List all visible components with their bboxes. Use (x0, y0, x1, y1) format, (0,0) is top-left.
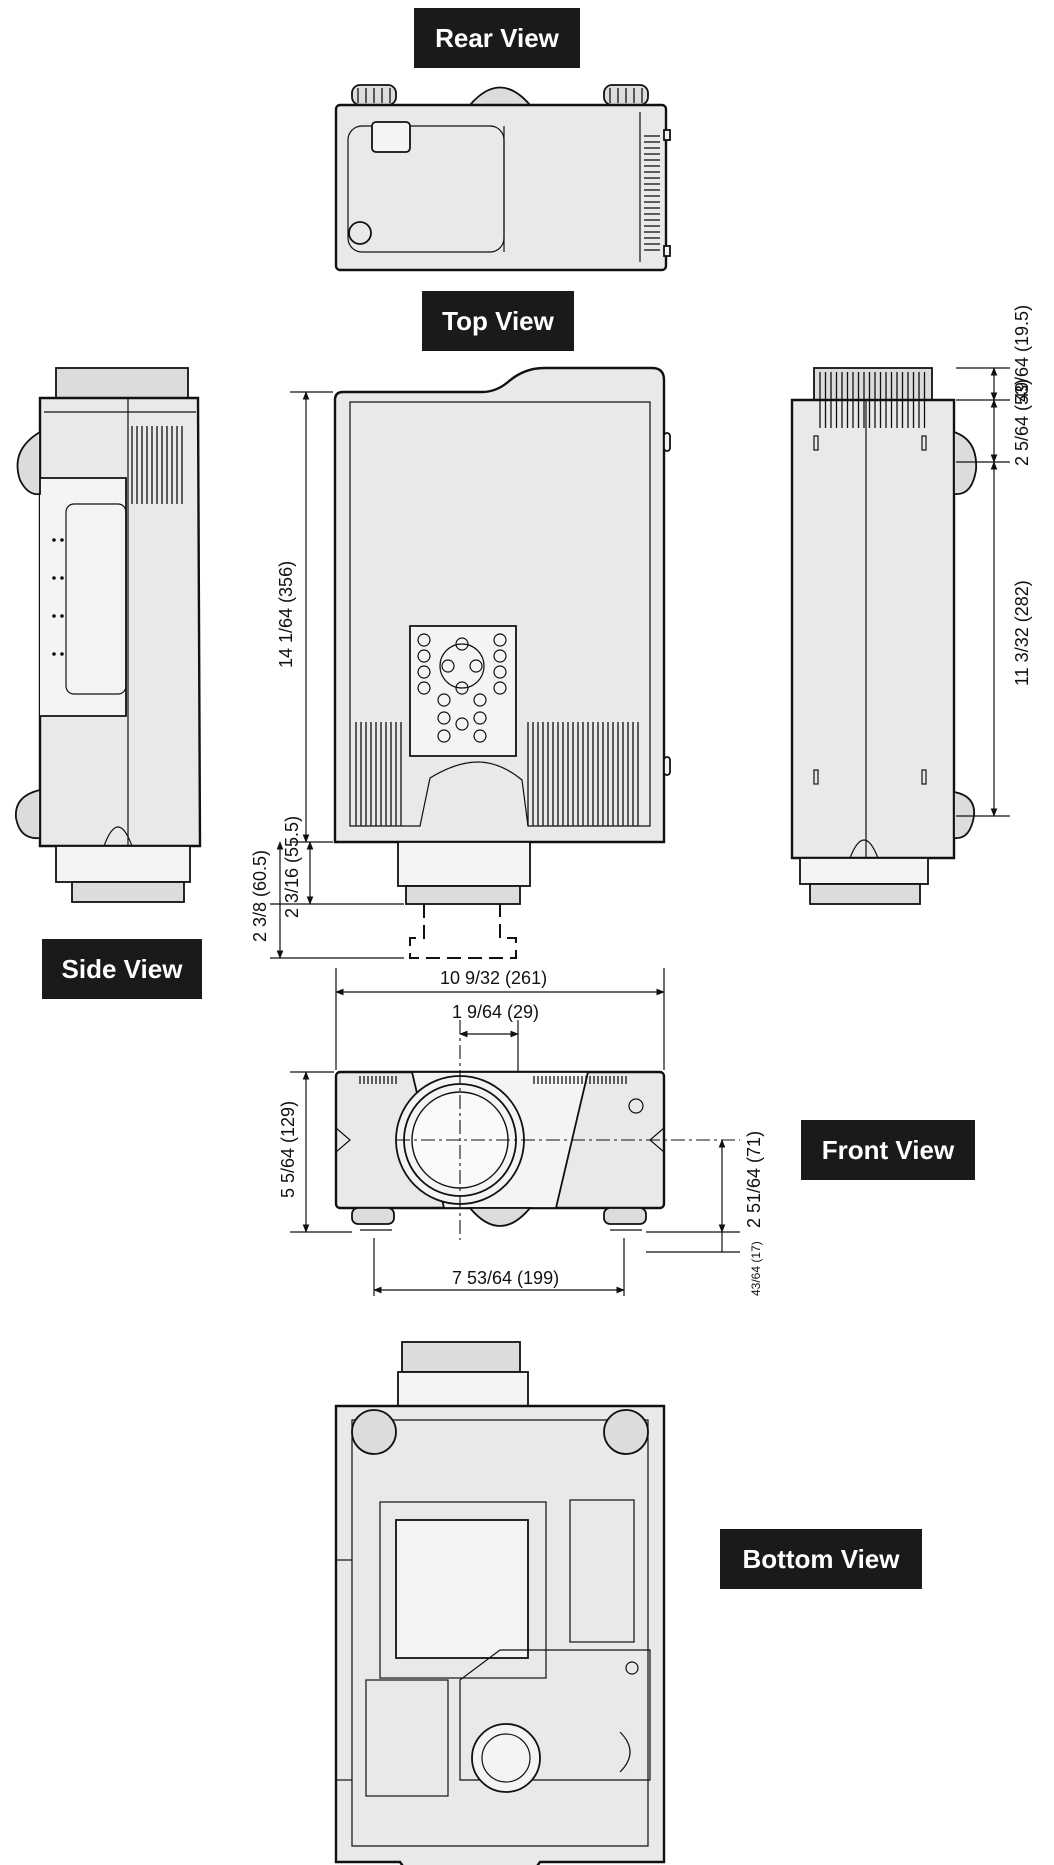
dim-top-depth: 14 1/64 (356) (276, 561, 296, 668)
bottom-view-label: Bottom View (720, 1529, 922, 1589)
dim-side-main: 11 3/32 (282) (1012, 580, 1032, 686)
side-view-drawing (15, 367, 202, 903)
dim-side-top-vent: 49/64 (19.5) (1012, 305, 1032, 402)
dim-lens-offset: 1 9/64 (29) (452, 1002, 539, 1022)
dim-lens-extend-max: 2 3/8 (60.5) (250, 850, 270, 942)
top-view-label: Top View (422, 291, 574, 351)
front-view-label: Front View (801, 1120, 975, 1180)
rear-view-drawing (334, 84, 671, 272)
top-view-drawing (333, 366, 671, 959)
dim-lens-center-height: 2 51/64 (71) (744, 1131, 764, 1228)
dim-front-width: 10 9/32 (261) (440, 968, 547, 988)
dim-side-upper: 2 5/64 (53) (1012, 379, 1032, 466)
dim-front-height: 5 5/64 (129) (278, 1101, 298, 1198)
rear-view-label: Rear View (414, 8, 580, 68)
dimension-lines (270, 367, 1010, 1296)
side-view-label: Side View (42, 939, 202, 999)
right-side-view-drawing (790, 367, 977, 905)
dim-lens-extend-min: 2 3/16 (55.5) (282, 816, 302, 918)
dim-foot-height: 43/64 (17) (749, 1241, 763, 1296)
dim-foot-span: 7 53/64 (199) (452, 1268, 559, 1288)
bottom-view-drawing (334, 1341, 666, 1865)
front-view-drawing (334, 1070, 666, 1231)
